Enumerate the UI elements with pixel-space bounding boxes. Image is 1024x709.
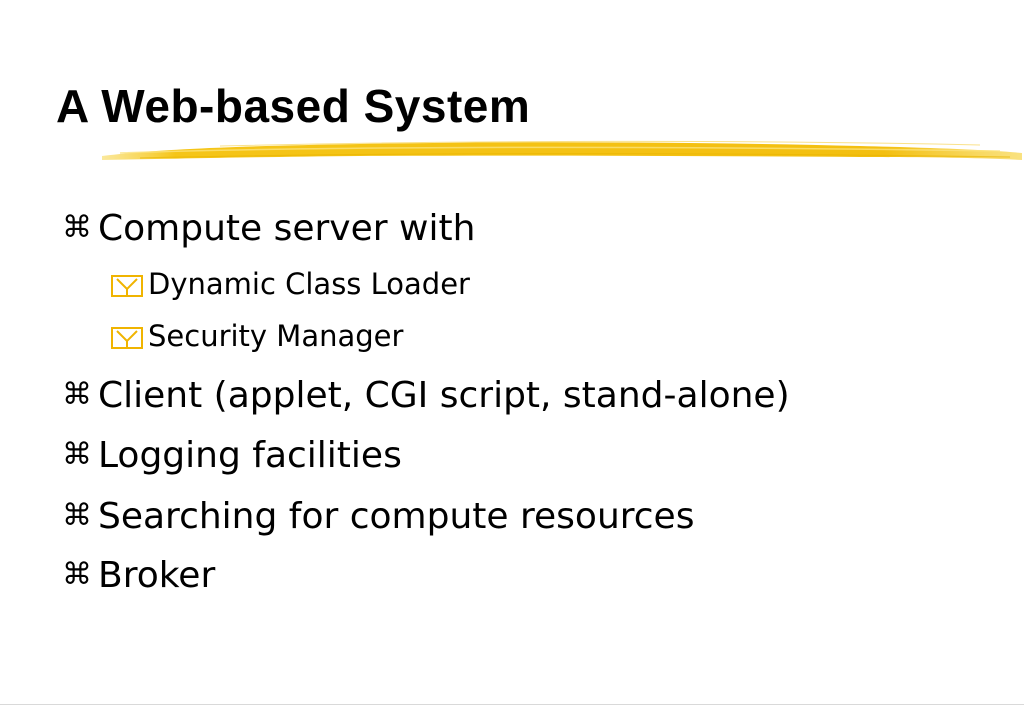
bullet-text: Broker (98, 554, 216, 596)
command-bullet-icon: ⌘ (62, 557, 92, 592)
bullet-text: Logging facilities (98, 434, 402, 476)
sub-bullet-item: Dynamic Class Loader (110, 264, 470, 304)
bullet-item: ⌘ Logging facilities (62, 430, 402, 480)
bullet-text: Compute server with (98, 207, 476, 249)
bullet-item: ⌘ Searching for compute resources (62, 491, 694, 541)
command-bullet-icon: ⌘ (62, 377, 92, 412)
sub-bullet-text: Security Manager (148, 319, 404, 353)
sub-bullet-item: Security Manager (110, 316, 403, 356)
bullet-item: ⌘ Client (applet, CGI script, stand-alon… (62, 370, 790, 420)
bullet-item: ⌘ Broker (62, 550, 215, 600)
command-bullet-icon: ⌘ (62, 210, 92, 245)
sub-bullet-text: Dynamic Class Loader (148, 267, 470, 301)
bullet-item: ⌘ Compute server with (62, 203, 475, 253)
bullet-text: Searching for compute resources (98, 495, 695, 537)
slide-bottom-border (0, 704, 1024, 705)
command-bullet-icon: ⌘ (62, 437, 92, 472)
command-bullet-icon: ⌘ (62, 498, 92, 533)
y-box-bullet-icon (110, 320, 146, 352)
slide-title: A Web-based System (56, 80, 531, 132)
title-underline-brush (102, 140, 1022, 160)
bullet-text: Client (applet, CGI script, stand-alone) (98, 374, 790, 416)
y-box-bullet-icon (110, 268, 146, 300)
